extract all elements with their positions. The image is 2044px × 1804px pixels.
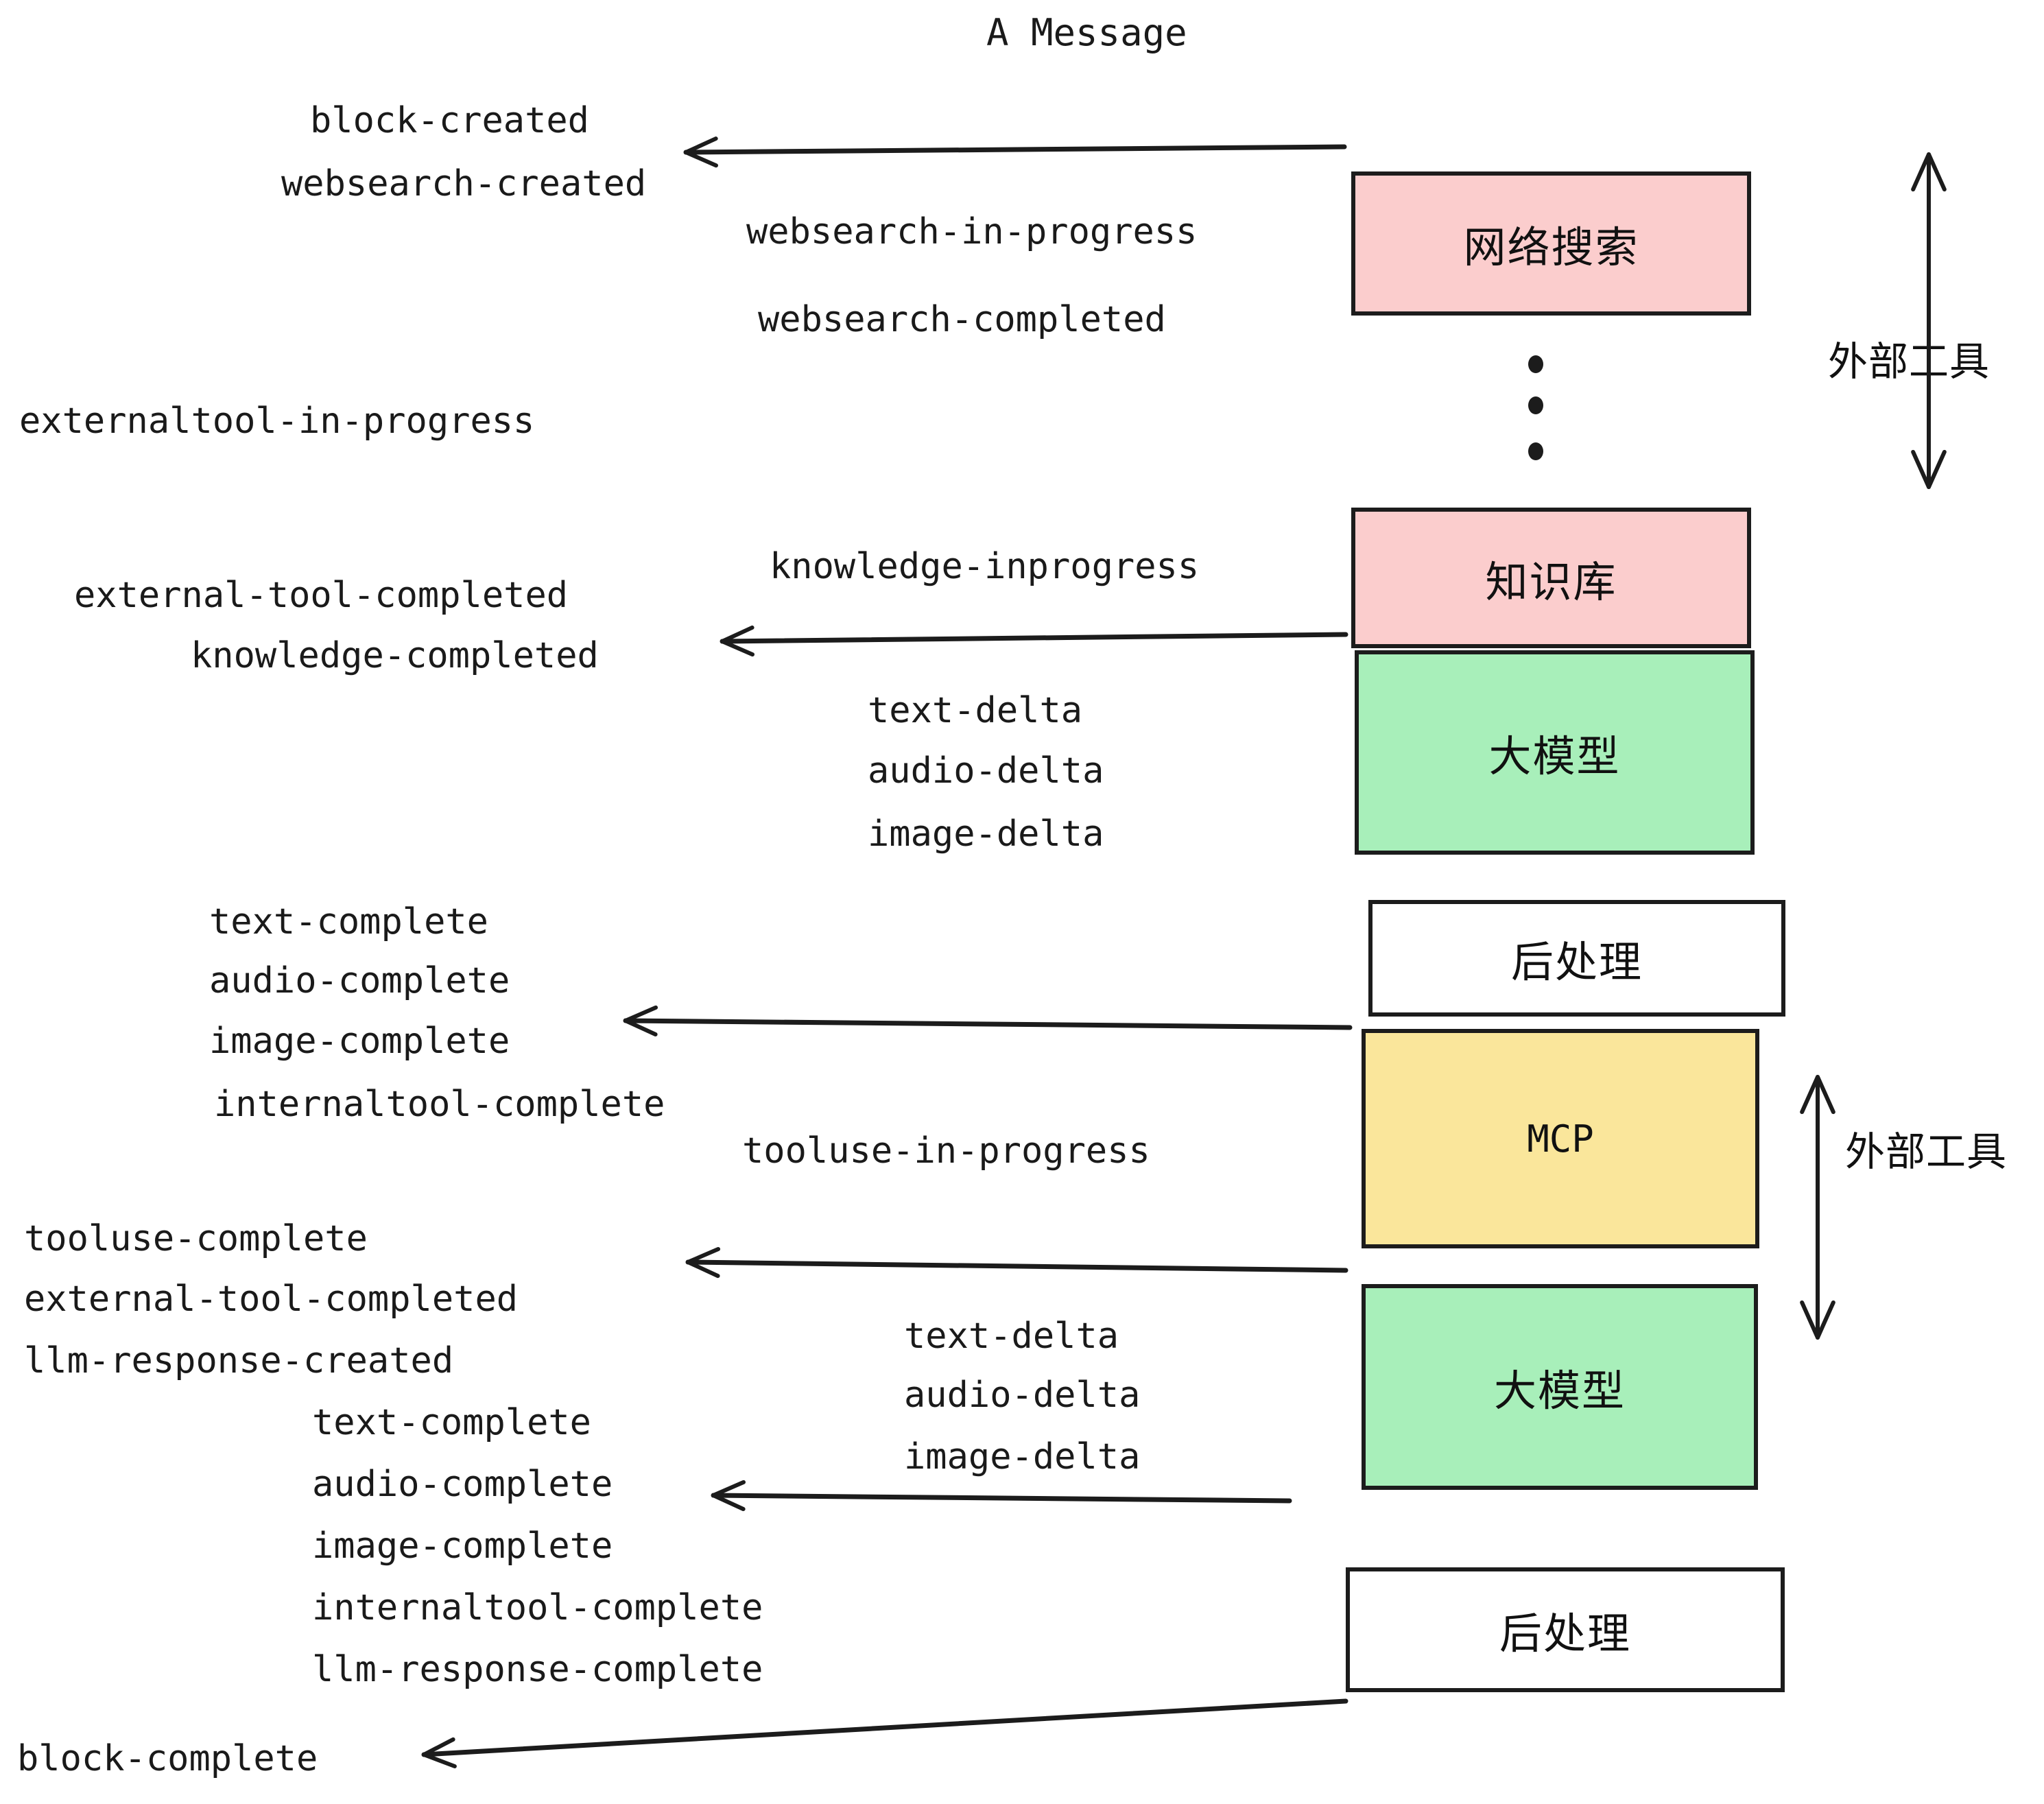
event-label-websearch-completed: websearch-completed [758,299,1166,340]
node-postprocess-1[interactable]: 后处理 [1368,900,1785,1017]
event-label-image-complete-2: image-complete [312,1526,613,1567]
event-label-text-complete-2: text-complete [312,1402,591,1443]
event-label-knowledge-inprogress: knowledge-inprogress [770,546,1200,587]
arrow-block-complete-head [422,1737,457,1768]
node-label: 网络搜索 [1463,222,1639,272]
event-label-external-tool-completed-1: external-tool-completed [74,575,569,616]
arrow-block-created-line [683,144,1347,155]
node-label: 知识库 [1485,556,1617,607]
event-label-internaltool-complete-1: internaltool-complete [214,1084,665,1125]
external-tool-arrow-bottom-head-up [1800,1075,1835,1115]
arrow-block-created-head [684,137,718,168]
side-label-external-tool-top: 外部工具 [1828,338,1990,385]
arrow-audio-complete-head [711,1480,746,1511]
node-mcp[interactable]: MCP [1362,1029,1759,1248]
event-label-audio-delta-2: audio-delta [904,1375,1141,1416]
event-label-image-delta-1: image-delta [868,814,1104,855]
side-label-external-tool-bottom: 外部工具 [1845,1128,2008,1175]
arrow-tooluse-complete-line [685,1259,1348,1273]
event-label-llm-response-created: llm-response-created [24,1340,454,1381]
node-label: 后处理 [1499,1609,1631,1659]
event-label-websearch-created: websearch-created [281,163,647,204]
ellipsis-dot-3 [1528,442,1543,460]
external-tool-arrow-top-head-up [1911,152,1947,192]
page-title: A Message [986,11,1187,54]
node-postprocess-2[interactable]: 后处理 [1346,1567,1785,1692]
arrow-image-complete-head [623,1005,658,1036]
event-label-knowledge-completed: knowledge-completed [191,635,599,676]
event-label-image-delta-2: image-delta [904,1436,1141,1477]
event-label-text-delta-2: text-delta [904,1316,1119,1357]
event-label-block-complete: block-complete [17,1738,318,1779]
event-label-websearch-in-progress: websearch-in-progress [746,211,1198,252]
event-label-external-tool-completed-2: external-tool-completed [24,1279,519,1320]
ellipsis-dot-1 [1528,355,1543,373]
node-label: 后处理 [1510,937,1643,987]
event-label-tooluse-complete: tooluse-complete [24,1218,368,1259]
arrow-knowledge-completed-head [720,625,755,657]
arrow-audio-complete-line [711,1493,1292,1504]
node-knowledge[interactable]: 知识库 [1351,508,1751,648]
node-label: MCP [1527,1117,1594,1161]
arrow-knowledge-completed-line [720,632,1348,644]
external-tool-arrow-top-head-down [1911,449,1947,489]
ellipsis-dot-2 [1528,396,1543,414]
arrow-tooluse-complete-head [686,1246,721,1279]
arrow-block-complete-line [421,1698,1348,1757]
event-label-internaltool-complete-2: internaltool-complete [312,1587,763,1628]
node-label: 大模型 [1493,1366,1626,1416]
event-label-audio-complete-1: audio-complete [209,960,510,1001]
event-label-block-created: block-created [310,100,589,141]
node-websearch[interactable]: 网络搜索 [1351,171,1751,316]
node-llm-2[interactable]: 大模型 [1362,1284,1758,1490]
event-label-text-delta-1: text-delta [868,690,1083,731]
event-label-llm-response-complete: llm-response-complete [312,1649,763,1690]
event-label-text-complete-1: text-complete [209,901,488,942]
node-label: 大模型 [1488,731,1621,781]
event-label-image-complete-1: image-complete [209,1021,510,1062]
arrow-image-complete-line [623,1018,1353,1030]
event-label-audio-complete-2: audio-complete [312,1464,613,1505]
event-label-audio-delta-1: audio-delta [868,750,1104,792]
external-tool-arrow-bottom-head-down [1800,1300,1835,1340]
node-llm-1[interactable]: 大模型 [1355,650,1755,855]
event-label-externaltool-in-progress: externaltool-in-progress [19,401,535,442]
event-label-tooluse-in-progress: tooluse-in-progress [742,1130,1150,1172]
